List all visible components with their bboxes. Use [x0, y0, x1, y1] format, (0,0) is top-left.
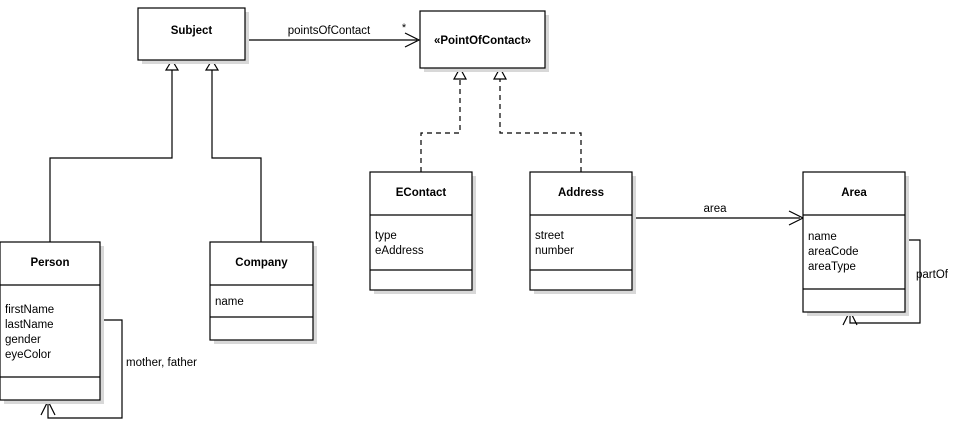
edge-address-area[interactable]: area — [632, 203, 805, 226]
edge-label-mother-father: mother, father — [126, 357, 197, 369]
edge-person-self[interactable]: mother, father — [40, 319, 197, 419]
edge-person-subject[interactable] — [49, 58, 180, 242]
edge-address-pointofcontact[interactable] — [492, 66, 582, 172]
class-box-econtact[interactable]: EContact type eAddress — [369, 171, 476, 294]
edge-label-pointsofcontact: pointsOfContact — [288, 25, 371, 37]
class-title-address: Address — [558, 187, 604, 199]
edge-label-partof: partOf — [916, 269, 949, 281]
class-box-address[interactable]: Address street number — [529, 171, 636, 294]
class-attr-econtact-eaddress: eAddress — [375, 245, 424, 257]
edge-label-area: area — [703, 203, 727, 215]
class-attr-company-name: name — [215, 296, 244, 308]
class-attr-address-street: street — [535, 230, 565, 242]
class-title-econtact: EContact — [396, 187, 447, 199]
class-attr-econtact-type: type — [375, 230, 397, 242]
class-title-pointofcontact: «PointOfContact» — [434, 35, 531, 47]
class-attr-person-eyecolor: eyeColor — [5, 349, 51, 361]
class-title-subject: Subject — [171, 25, 213, 37]
class-attr-area-areacode: areaCode — [808, 246, 859, 258]
class-box-company[interactable]: Company name — [209, 241, 317, 344]
class-attr-area-name: name — [808, 231, 837, 243]
edge-econtact-pointofcontact[interactable] — [420, 66, 468, 172]
class-attr-person-firstname: firstName — [5, 304, 54, 316]
class-attr-area-areatype: areaType — [808, 261, 856, 273]
class-attr-address-number: number — [535, 245, 574, 257]
class-box-area[interactable]: Area name areaCode areaType — [802, 171, 909, 316]
edge-company-subject[interactable] — [204, 58, 262, 242]
class-box-pointofcontact[interactable]: «PointOfContact» — [419, 10, 549, 72]
class-attr-person-gender: gender — [5, 334, 41, 346]
class-title-person: Person — [31, 257, 70, 269]
class-box-person[interactable]: Person firstName lastName gender eyeColo… — [0, 241, 104, 404]
edge-multiplicity-star: * — [402, 22, 407, 34]
class-title-company: Company — [235, 257, 288, 269]
edge-area-self[interactable]: partOf — [842, 239, 949, 326]
class-box-subject[interactable]: Subject — [137, 7, 249, 64]
edge-subject-pointsofcontact[interactable]: pointsOfContact * — [245, 22, 421, 48]
class-title-area: Area — [841, 187, 867, 199]
class-attr-person-lastname: lastName — [5, 319, 54, 331]
